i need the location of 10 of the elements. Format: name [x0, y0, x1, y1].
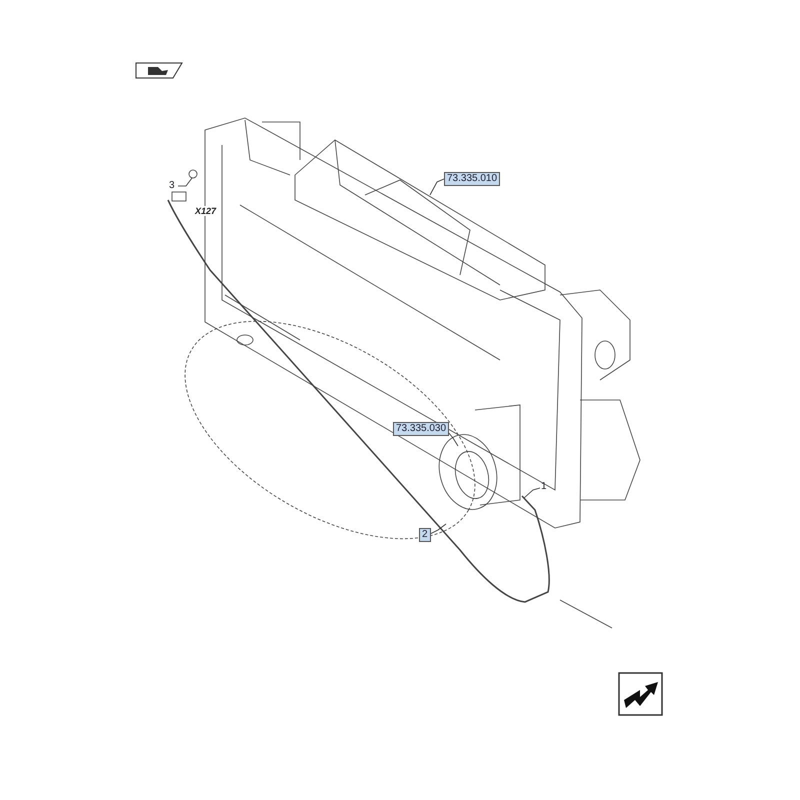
leader-line: [524, 488, 540, 498]
callout-number: 73.335.010: [444, 172, 500, 186]
callout-number: 1: [541, 481, 547, 493]
leader-line: [178, 178, 192, 186]
leader-line: [430, 178, 444, 196]
callout-number: 73.335.030: [393, 422, 450, 436]
callout-number: 2: [419, 528, 431, 542]
callout-number: 3: [169, 180, 175, 192]
leader-line: [448, 432, 458, 446]
connector-label: X127: [194, 206, 218, 216]
